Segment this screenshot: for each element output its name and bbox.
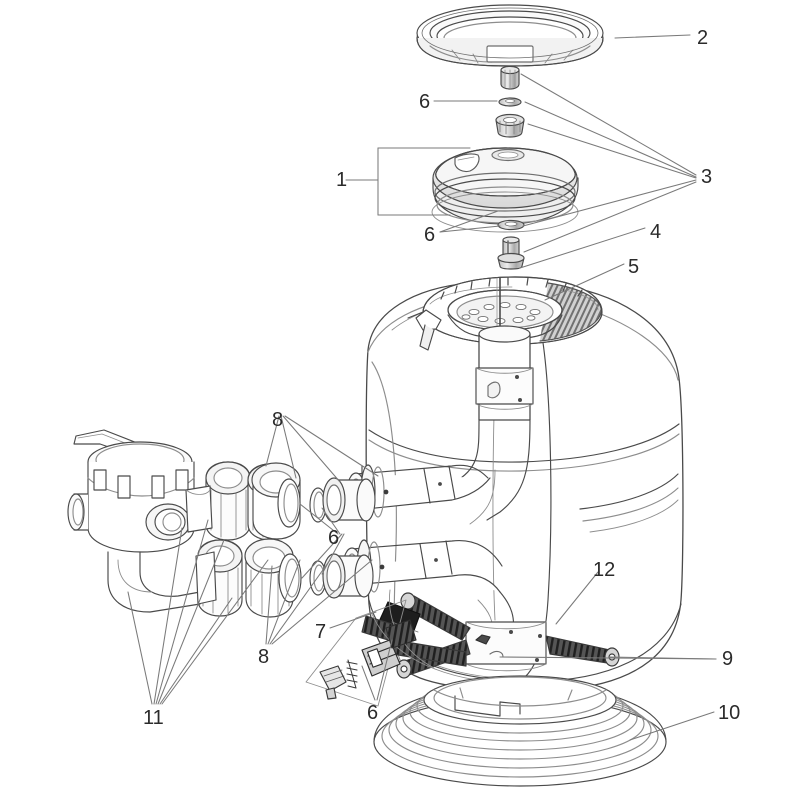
callout-6a: 6 <box>419 91 431 113</box>
callout-9: 9 <box>722 648 734 670</box>
callout-3: 3 <box>701 166 713 188</box>
part-hex-nut-lower <box>495 113 525 138</box>
part-union-set-upper <box>205 461 376 541</box>
part-air-relief-stem <box>497 236 525 270</box>
callout-10: 10 <box>718 702 741 724</box>
part-lid-assembly <box>431 147 579 233</box>
callout-7: 7 <box>315 621 327 643</box>
callout-8b: 8 <box>258 646 270 668</box>
callout-11: 11 <box>143 707 164 729</box>
part-flat-washer-upper <box>498 97 522 107</box>
part-multiport-valve <box>67 429 217 613</box>
part-washer-under-lid <box>497 219 525 231</box>
part-center-standpipe <box>440 325 534 525</box>
callout-6d: 6 <box>367 702 379 724</box>
callout-2: 2 <box>697 27 709 49</box>
callout-5: 5 <box>628 256 640 278</box>
callout-8a: 8 <box>272 409 284 431</box>
part-small-hardware-kit <box>305 599 417 707</box>
callout-6c: 6 <box>328 527 340 549</box>
callout-4: 4 <box>650 221 662 243</box>
part-hex-nut-upper <box>500 65 520 90</box>
leader-lines <box>127 34 717 741</box>
part-top-trim-ring <box>416 4 604 67</box>
part-top-hub-plate <box>447 277 563 339</box>
callout-1: 1 <box>336 169 348 191</box>
callout-6b: 6 <box>424 224 436 246</box>
part-lower-hub-manifold <box>465 621 547 672</box>
part-filter-base-stand <box>373 675 667 787</box>
callout-12: 12 <box>593 559 616 581</box>
